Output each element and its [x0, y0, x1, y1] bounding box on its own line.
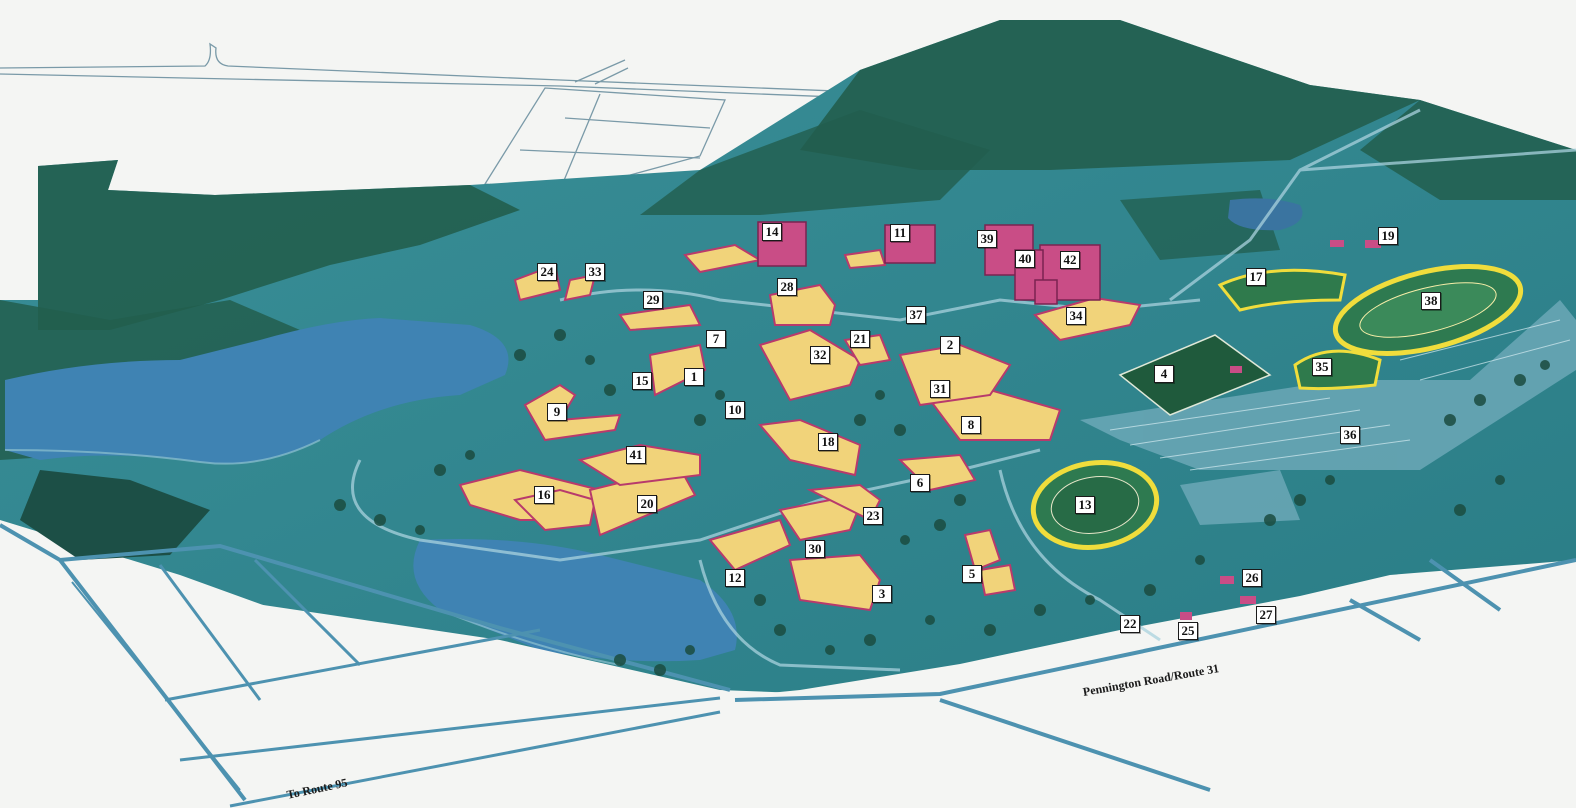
building-marker[interactable]: 37: [906, 306, 926, 324]
lower-roads: [0, 523, 1576, 808]
small-structures: [1180, 240, 1381, 620]
building-marker[interactable]: 25: [1178, 622, 1198, 640]
building-marker[interactable]: 27: [1256, 606, 1276, 624]
building-marker[interactable]: 19: [1378, 227, 1398, 245]
building-marker[interactable]: 12: [725, 569, 745, 587]
building-marker[interactable]: 33: [585, 263, 605, 281]
building-marker[interactable]: 24: [537, 263, 557, 281]
building-marker[interactable]: 4: [1154, 365, 1174, 383]
building-marker[interactable]: 34: [1066, 307, 1086, 325]
building-marker[interactable]: 21: [850, 330, 870, 348]
building-marker[interactable]: 13: [1075, 496, 1095, 514]
building-marker[interactable]: 1: [684, 368, 704, 386]
building-marker[interactable]: 38: [1421, 292, 1441, 310]
building-marker[interactable]: 18: [818, 433, 838, 451]
trees: [334, 329, 1550, 676]
building-marker[interactable]: 5: [962, 565, 982, 583]
building-marker[interactable]: 30: [805, 540, 825, 558]
building-marker[interactable]: 22: [1120, 615, 1140, 633]
building-marker[interactable]: 29: [643, 291, 663, 309]
building-marker[interactable]: 41: [626, 446, 646, 464]
building-marker[interactable]: 23: [863, 507, 883, 525]
building-marker[interactable]: 7: [706, 330, 726, 348]
campus-roads: [351, 108, 1576, 672]
building-marker[interactable]: 42: [1060, 251, 1080, 269]
building-marker[interactable]: 9: [547, 403, 567, 421]
building-marker[interactable]: 10: [725, 401, 745, 419]
building-marker[interactable]: 36: [1340, 426, 1360, 444]
building-marker[interactable]: 2: [940, 336, 960, 354]
building-marker[interactable]: 6: [910, 474, 930, 492]
building-marker[interactable]: 11: [890, 224, 910, 242]
building-marker[interactable]: 40: [1015, 250, 1035, 268]
building-marker[interactable]: 31: [930, 380, 950, 398]
sports-fields: [1030, 264, 1524, 550]
building-marker[interactable]: 26: [1242, 569, 1262, 587]
building-marker[interactable]: 35: [1312, 358, 1332, 376]
building-marker[interactable]: 14: [762, 223, 782, 241]
building-marker[interactable]: 17: [1246, 268, 1266, 286]
building-marker[interactable]: 15: [632, 372, 652, 390]
building-marker[interactable]: 39: [977, 230, 997, 248]
building-marker[interactable]: 8: [961, 416, 981, 434]
building-marker[interactable]: 28: [777, 278, 797, 296]
building-marker[interactable]: 3: [872, 585, 892, 603]
building-marker[interactable]: 20: [637, 495, 657, 513]
building-marker[interactable]: 16: [534, 486, 554, 504]
building-marker[interactable]: 32: [810, 346, 830, 364]
